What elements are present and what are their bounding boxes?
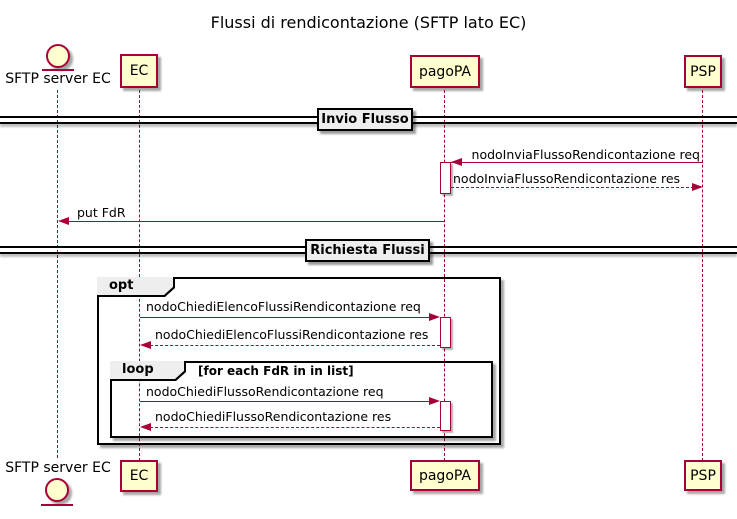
- participant-pagopa-top: pagoPA: [410, 55, 480, 88]
- message-put-fdr-arrowhead: [58, 217, 69, 225]
- message-elenco-res-line: [150, 345, 440, 346]
- entity-underline-top: [42, 69, 74, 71]
- message-invia-req-line: [451, 162, 703, 163]
- entity-icon-bottom: [45, 478, 69, 502]
- activation-bar-pagopa-3: [440, 401, 451, 431]
- divider-richiesta-flussi: Richiesta Flussi: [305, 239, 430, 262]
- message-flusso-req-arrowhead: [429, 397, 440, 405]
- participant-ec-top: EC: [120, 54, 158, 88]
- message-flusso-req-label: nodoChiediFlussoRendicontazione req: [146, 384, 384, 399]
- lifeline-ec: [139, 90, 140, 461]
- message-invia-res-arrowhead: [692, 183, 703, 191]
- message-flusso-res-label: nodoChiediFlussoRendicontazione res: [155, 409, 392, 424]
- fragment-opt-keyword: opt: [97, 277, 173, 295]
- divider-invio-flusso: Invio Flusso: [317, 108, 413, 131]
- message-put-fdr-label: put FdR: [77, 205, 126, 220]
- message-invia-res-line: [451, 187, 694, 188]
- fragment-loop: [110, 361, 493, 438]
- participant-psp-bottom: PSP: [684, 460, 722, 491]
- message-elenco-req-line: [140, 317, 430, 318]
- participant-psp-top: PSP: [684, 55, 722, 88]
- message-elenco-res-label: nodoChiediElencoFlussiRendicontazione re…: [155, 327, 429, 342]
- activation-bar-pagopa-1: [440, 162, 451, 194]
- message-invia-req-label: nodoInviaFlussoRendicontazione req: [471, 147, 700, 162]
- fragment-loop-label: loop: [110, 361, 186, 381]
- divider-label: Richiesta Flussi: [310, 243, 425, 258]
- fragment-opt-label: opt: [97, 277, 175, 297]
- participant-pagopa-bottom: pagoPA: [410, 460, 480, 491]
- divider-label: Invio Flusso: [321, 112, 409, 127]
- lifeline-psp: [702, 90, 703, 461]
- message-put-fdr-line: [68, 221, 445, 222]
- fragment-loop-keyword: loop: [110, 361, 184, 379]
- fragment-loop-condition: [for each FdR in in list]: [198, 364, 354, 378]
- message-invia-res-label: nodoInviaFlussoRendicontazione res: [453, 171, 681, 186]
- activation-bar-pagopa-2: [440, 317, 451, 348]
- message-flusso-req-line: [140, 401, 430, 402]
- message-elenco-req-label: nodoChiediElencoFlussiRendicontazione re…: [146, 299, 421, 314]
- lifeline-sftp: [57, 90, 58, 458]
- message-elenco-res-arrowhead: [140, 341, 151, 349]
- entity-underline-bottom: [41, 504, 73, 506]
- participant-sftp-bottom: SFTP server EC: [5, 460, 111, 476]
- message-flusso-res-line: [150, 427, 440, 428]
- message-invia-req-arrowhead: [451, 158, 462, 166]
- message-flusso-res-arrowhead: [140, 423, 151, 431]
- fragment-opt: [97, 277, 501, 445]
- diagram-title: Flussi di rendicontazione (SFTP lato EC): [210, 13, 527, 32]
- message-elenco-req-arrowhead: [429, 313, 440, 321]
- lifeline-pagopa: [444, 90, 445, 461]
- participant-ec-bottom: EC: [120, 460, 158, 492]
- participant-sftp-top: SFTP server EC: [5, 71, 111, 87]
- entity-icon-top: [46, 44, 70, 68]
